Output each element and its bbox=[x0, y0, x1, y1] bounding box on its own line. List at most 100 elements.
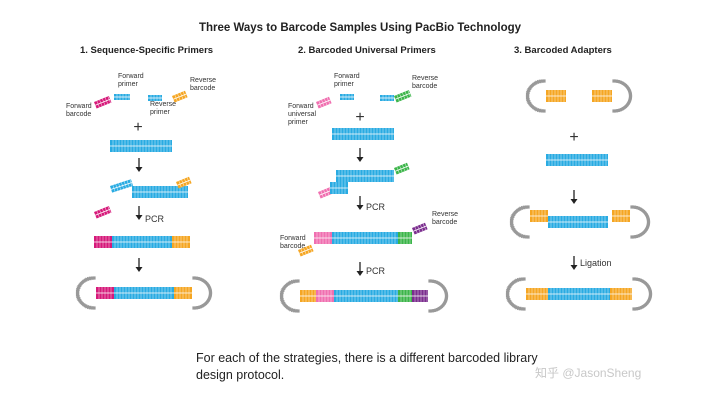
col3-lig-right-hairpin bbox=[630, 205, 651, 239]
col1-plus: + bbox=[133, 119, 142, 136]
col3-final-right-hairpin-seg bbox=[632, 307, 636, 311]
col2-product-rev-barcode-tick bbox=[422, 223, 426, 231]
col3-insert bbox=[546, 154, 608, 166]
col2-final-rev-barcode bbox=[412, 290, 428, 302]
col2-arrow-pcr-2-head bbox=[356, 271, 364, 276]
col2-product-insert bbox=[332, 232, 398, 244]
col1-forward-primer-label-line: Forward bbox=[118, 73, 144, 80]
col3-left-adapter-barcode bbox=[546, 90, 566, 102]
col3-final-right-hairpin bbox=[632, 277, 653, 311]
col2-pcr-label-2: PCR bbox=[366, 266, 386, 276]
col3-final-left-hairpin-seg bbox=[505, 292, 510, 296]
col1-annealed-fwd-barcode-mid bbox=[95, 208, 111, 216]
col2-right-hairpin-seg bbox=[444, 294, 449, 298]
watermark: 知乎 @JasonSheng bbox=[535, 366, 642, 380]
col1-left-hairpin-seg bbox=[92, 306, 96, 310]
col2-left-hairpin-seg bbox=[279, 294, 284, 298]
col1-forward-barcode-tick bbox=[96, 100, 100, 108]
col2-arrow-pcr-1 bbox=[356, 196, 364, 210]
col1-forward-barcode-tick bbox=[102, 98, 106, 106]
col2-reverse-barcode-label-2-line: barcode bbox=[432, 219, 457, 226]
col2-arrow-pcr-2 bbox=[356, 262, 364, 276]
col2-reverse-barcode bbox=[394, 90, 412, 103]
col1-annealed-fwd-barcode-tick bbox=[96, 210, 100, 218]
col2-left-hairpin-seg bbox=[296, 309, 300, 313]
col2-reverse-barcode-mid bbox=[395, 92, 411, 100]
col2-product-fwd-barcode-tail-tick bbox=[300, 248, 304, 256]
col2-final-fwd-barcode bbox=[300, 290, 316, 302]
col3-final-left-hairpin bbox=[505, 277, 526, 311]
col2-reverse-primer bbox=[380, 95, 394, 101]
col2-product-fwd-barcode-tail-tick bbox=[306, 246, 310, 254]
col2-forward-barcode-tick bbox=[318, 100, 322, 108]
col1-forward-barcode-label-line: barcode bbox=[66, 111, 91, 118]
col1-reverse-barcode-tick bbox=[177, 93, 181, 101]
col2-product-fwd-barcode-tail-tick bbox=[303, 247, 307, 255]
col3-lig-left-hairpin-seg bbox=[526, 235, 530, 239]
col1-template bbox=[110, 140, 172, 152]
col2-forward-barcode-label-line: Forward bbox=[280, 235, 306, 242]
col3-left-adapter-hairpin-seg bbox=[542, 109, 546, 113]
col3-lig-right-hairpin-seg bbox=[646, 220, 651, 224]
col2-annealed-rev-barcode bbox=[394, 162, 410, 175]
col2-annealed-rev-barcode-tick bbox=[402, 164, 406, 172]
col1-reverse-barcode-label-line: Reverse bbox=[190, 77, 216, 84]
col1-annealed-fwd-barcode bbox=[94, 206, 112, 219]
col1-left-hairpin bbox=[75, 276, 96, 310]
col2-reverse-barcode-label-2-line: Reverse bbox=[432, 211, 458, 218]
col1-arrow-1 bbox=[135, 158, 143, 172]
col1-primer-arm-tick bbox=[112, 184, 116, 192]
col1-annealed-rev-barcode-tick bbox=[178, 180, 182, 188]
col1-annealed-rev-barcode bbox=[176, 176, 192, 189]
col1-arrow-pcr bbox=[135, 206, 143, 220]
col2-forward-primer-label-line: primer bbox=[334, 81, 355, 88]
col1-reverse-barcode-label-line: barcode bbox=[190, 85, 215, 92]
col3-arrow-1 bbox=[570, 190, 578, 204]
col1-left-hairpin-seg bbox=[75, 291, 80, 295]
col1-forward-primer-label-line: primer bbox=[118, 81, 139, 88]
col1-forward-barcode-tick bbox=[99, 99, 103, 107]
col3-right-adapter-hairpin bbox=[612, 79, 633, 113]
col2-reverse-barcode-tick bbox=[399, 93, 403, 101]
col1-forward-barcode-tick bbox=[104, 97, 108, 105]
col1-annealed-rev-barcode-tick bbox=[181, 179, 185, 187]
col1-primer-arm-tick bbox=[118, 183, 121, 190]
col3-final-right-hairpin-seg bbox=[648, 292, 653, 296]
col1-product-insert bbox=[112, 236, 172, 248]
col1-reverse-primer-label-line: primer bbox=[150, 109, 171, 116]
col2-forward-universal-primer-label-line: primer bbox=[288, 119, 309, 126]
caption: For each of the strategies, there is a d… bbox=[196, 351, 538, 382]
col1-reverse-primer bbox=[148, 95, 162, 101]
col1-primer-arm-tick bbox=[126, 180, 130, 188]
col3-lig-insert bbox=[548, 216, 608, 228]
col3-final-right-barcode bbox=[610, 288, 632, 300]
col2-product-fwd-barcode-tail-mid bbox=[299, 247, 313, 254]
col2-reverse-barcode-label-line: Reverse bbox=[412, 75, 438, 82]
col3-arrow-ligation bbox=[570, 256, 578, 270]
col2-forward-barcode-tick bbox=[326, 97, 330, 105]
col2-product-rev-barcode bbox=[412, 222, 428, 235]
col2-product-rev-barcode-mid bbox=[413, 225, 427, 232]
col1-product-fwd-barcode bbox=[94, 236, 112, 248]
col3-final-left-barcode bbox=[526, 288, 548, 300]
figure-title: Three Ways to Barcode Samples Using PacB… bbox=[198, 22, 522, 34]
col1-arrow-3-head bbox=[135, 267, 143, 272]
col2-forward-barcode-tick bbox=[321, 99, 325, 107]
col1-annealed-rev-barcode-mid bbox=[177, 179, 191, 186]
col2-product-fwd-barcode-tail-tick bbox=[308, 245, 312, 253]
col1-annealed-rev-barcode-tick bbox=[186, 177, 190, 185]
col2-annealed-rev-barcode-tick bbox=[399, 165, 403, 173]
col1-primer-arm-tick bbox=[121, 182, 124, 190]
col3-lig-left-hairpin-seg bbox=[509, 220, 514, 224]
col2-product-fwd-universal bbox=[314, 232, 332, 244]
col2-annealed-fwd-barcode-tick bbox=[320, 190, 324, 198]
col1-forward-barcode bbox=[94, 96, 112, 109]
